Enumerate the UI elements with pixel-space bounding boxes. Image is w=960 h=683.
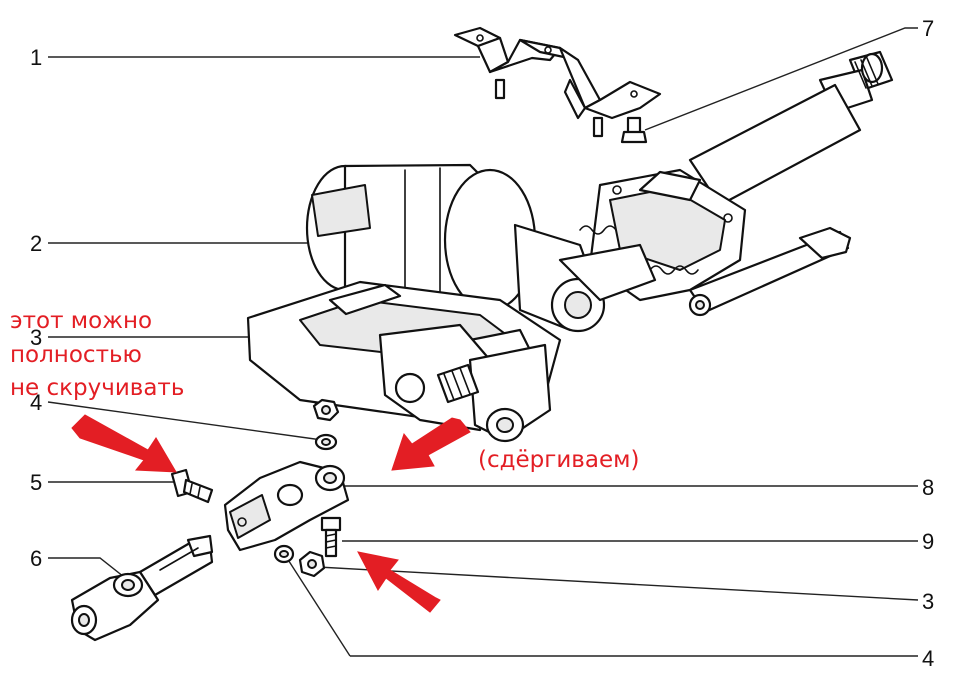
red-arrow-upper-left [71, 414, 177, 473]
callout-numbers: 1 2 3 4 5 6 7 8 9 3 4 [30, 16, 934, 671]
steering-shaft [688, 50, 894, 207]
callout-1: 1 [30, 45, 42, 70]
red-arrow-lower-right [357, 551, 441, 613]
leader-4-left [47, 401, 323, 441]
bolt-9 [320, 516, 342, 558]
adjust-lever [688, 226, 852, 317]
mounting-bracket [453, 26, 662, 138]
callout-2: 2 [30, 231, 42, 256]
callout-7: 7 [922, 16, 934, 41]
note-line-1: этот можно [10, 308, 152, 334]
leader-4-right [284, 554, 351, 657]
note-line-3: не скручивать [10, 375, 184, 401]
callout-3-left: 3 [30, 325, 42, 350]
washer-4-left [314, 433, 338, 451]
callout-5: 5 [30, 470, 42, 495]
pinch-bracket [378, 323, 552, 443]
bolt-5 [170, 468, 214, 504]
intermediate-shaft-6 [70, 534, 214, 642]
red-annotations: этот можно полностью не скручивать (сдёр… [10, 308, 639, 473]
nut-3-left [312, 398, 340, 422]
callout-3-right: 3 [922, 589, 934, 614]
leader-7 [644, 27, 918, 131]
eps-motor [305, 163, 657, 333]
callout-8: 8 [922, 475, 934, 500]
leader-3-right [317, 566, 919, 601]
washer-4-right [273, 544, 295, 564]
pull-note: (сдёргиваем) [478, 447, 639, 473]
callout-4-left: 4 [30, 390, 42, 415]
callout-6: 6 [30, 546, 42, 571]
red-arrow-center [391, 417, 471, 471]
nut-3-right [298, 550, 326, 578]
u-joint-yoke-8 [223, 460, 350, 552]
note-line-2: полностью [10, 342, 142, 368]
bolt-7 [620, 116, 648, 144]
callout-4-right: 4 [922, 646, 934, 671]
callout-9: 9 [922, 529, 934, 554]
leader-lines [47, 27, 919, 657]
